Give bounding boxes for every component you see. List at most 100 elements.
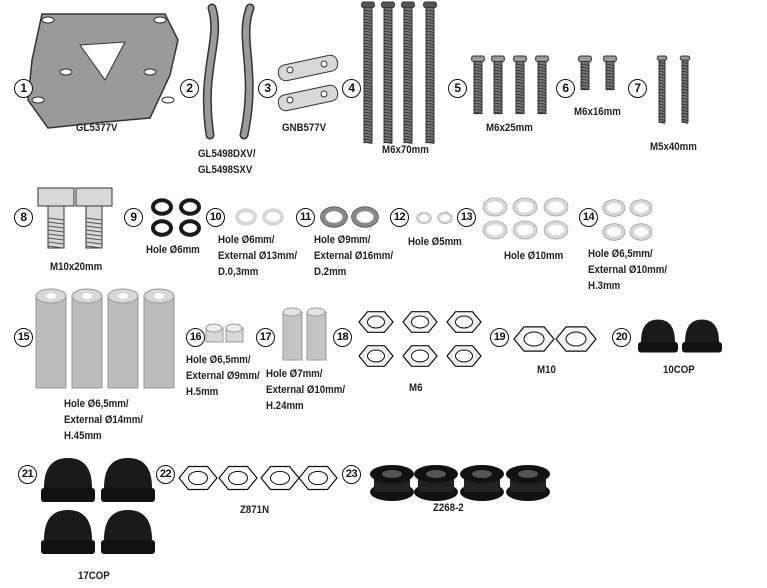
- thread: [493, 69, 503, 72]
- thread: [85, 237, 103, 241]
- washer-edge: [482, 197, 508, 217]
- washer-5mm: [437, 212, 453, 224]
- thread: [658, 61, 666, 64]
- thread: [383, 39, 393, 42]
- part-label-21: 17COP: [78, 568, 110, 584]
- thread: [425, 42, 435, 45]
- thread: [383, 117, 393, 120]
- part-label-18: M6: [409, 380, 422, 396]
- thread: [363, 114, 373, 117]
- washer-ring: [630, 223, 652, 241]
- thread: [493, 105, 503, 108]
- thread: [363, 108, 373, 111]
- thread: [681, 118, 689, 121]
- thread: [383, 30, 393, 33]
- thread: [383, 108, 393, 111]
- bolt-head: [491, 55, 505, 63]
- part-label-line: D.2mm: [314, 266, 347, 278]
- washer-9x16: [320, 206, 348, 228]
- part-number-21: 21: [18, 465, 37, 484]
- bolt-head: [656, 55, 668, 61]
- thread: [425, 69, 435, 72]
- rubber-z268-2: [506, 465, 550, 501]
- nut-hole: [411, 349, 429, 363]
- spacer-14: [629, 223, 653, 241]
- thread: [363, 69, 373, 72]
- part-label-line: External Ø10mm/: [588, 264, 668, 276]
- part-label-4: M6x70mm: [382, 142, 429, 158]
- washer-ring: [179, 198, 201, 216]
- bolt-head: [679, 55, 691, 61]
- thread: [493, 84, 503, 87]
- thread: [681, 73, 689, 76]
- part-number-23: 23: [342, 465, 361, 484]
- thread: [425, 12, 435, 15]
- part-number-16: 16: [186, 328, 205, 347]
- thread: [473, 75, 483, 78]
- thread: [403, 117, 413, 120]
- thread: [537, 111, 547, 114]
- bracket-gl5498: [202, 3, 255, 140]
- spacer-45mm: [107, 288, 139, 389]
- bolt-shank: [515, 61, 525, 115]
- part-number-18: 18: [333, 328, 352, 347]
- small-plate: [277, 54, 339, 82]
- thread: [425, 45, 435, 48]
- bolt-m6x25: [491, 55, 505, 115]
- thread: [47, 241, 65, 245]
- thread: [403, 51, 413, 54]
- screw-m5x40: [656, 55, 668, 124]
- thread: [681, 85, 689, 88]
- thread: [85, 221, 103, 225]
- thread: [473, 96, 483, 99]
- thread: [403, 99, 413, 102]
- thread: [493, 102, 503, 105]
- thread: [383, 33, 393, 36]
- thread: [425, 105, 435, 108]
- part-label-9: Hole Ø6mm: [146, 242, 200, 258]
- thread: [425, 87, 435, 90]
- thread: [515, 78, 525, 81]
- thread: [425, 51, 435, 54]
- spacer-45mm: [35, 288, 67, 389]
- thread: [403, 75, 413, 78]
- thread: [515, 105, 525, 108]
- nut-z871n: [218, 465, 258, 491]
- hex-bolt-m10x20: [37, 187, 75, 249]
- thread: [363, 72, 373, 75]
- part-number-11: 11: [296, 208, 315, 227]
- thread: [681, 82, 689, 85]
- cap-dome: [44, 510, 92, 540]
- thread: [425, 129, 435, 132]
- grommet-hole: [382, 470, 402, 478]
- thread: [383, 60, 393, 63]
- bolt-shank: [473, 61, 483, 115]
- washer-ring: [151, 219, 173, 237]
- grommet-hole: [518, 470, 538, 478]
- washer-6x13: [235, 208, 257, 226]
- thread: [403, 36, 413, 39]
- thread: [383, 123, 393, 126]
- washer-10mm: [543, 197, 569, 217]
- part-label-line: Z268-2: [433, 502, 464, 514]
- thread: [493, 81, 503, 84]
- cap-dome: [44, 458, 92, 488]
- washer-edge: [416, 212, 432, 224]
- part-label-2: GL5498DXV/GL5498SXV: [198, 146, 256, 178]
- spacer-top: [225, 323, 243, 333]
- thread: [473, 99, 483, 102]
- thread: [425, 24, 435, 27]
- thread: [537, 63, 547, 66]
- thread: [363, 81, 373, 84]
- flange-nut-m6: [446, 311, 482, 333]
- bolt-head: [603, 55, 617, 63]
- part-label-17: Hole Ø7mm/External Ø10mm/H.24mm: [266, 366, 345, 414]
- washer-ring: [603, 199, 625, 217]
- washer-5mm: [416, 212, 432, 224]
- washer-edge: [437, 212, 453, 224]
- part-label-20: 10COP: [663, 362, 695, 378]
- washer-ring: [483, 197, 507, 217]
- thread: [537, 66, 547, 69]
- thread: [681, 70, 689, 73]
- spacer-45mm: [71, 288, 103, 389]
